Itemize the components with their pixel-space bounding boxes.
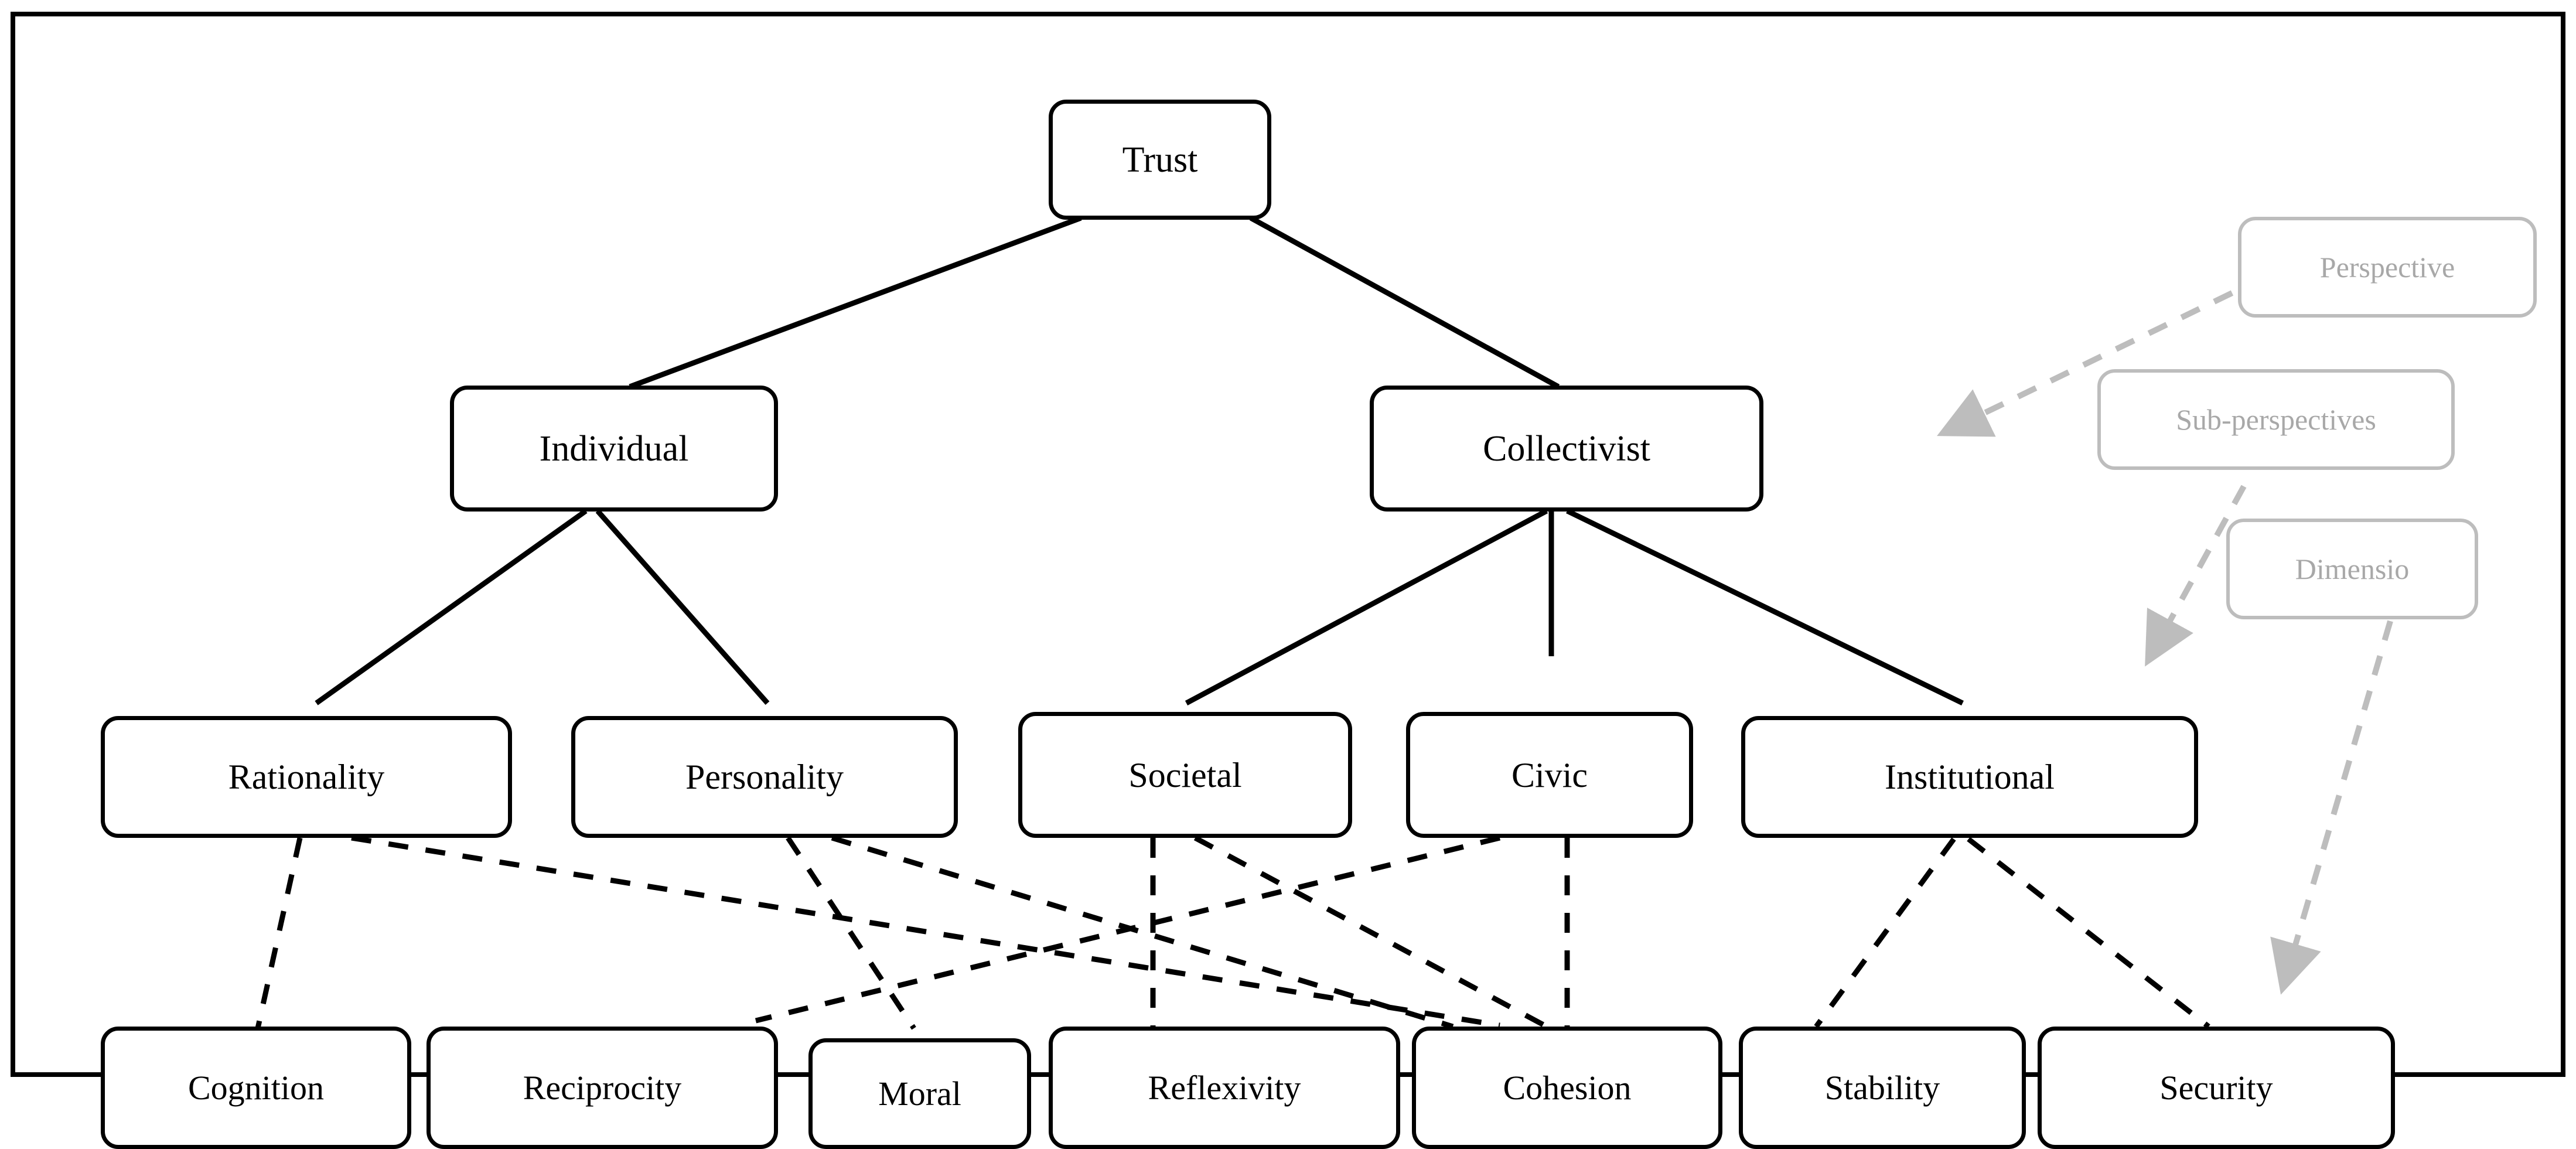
- node-moral[interactable]: Moral: [808, 1038, 1031, 1149]
- link-trust-collectivist: [1249, 216, 1560, 389]
- node-rationality-label: Rationality: [228, 758, 385, 796]
- node-individual[interactable]: Individual: [450, 386, 778, 512]
- node-collectivist[interactable]: Collectivist: [1370, 386, 1763, 512]
- link-collectivist-societal: [1185, 509, 1548, 705]
- legend-arrow-perspective: [1937, 290, 2234, 437]
- node-individual-label: Individual: [539, 428, 689, 469]
- node-rationality[interactable]: Rationality: [101, 716, 512, 838]
- legend-sub-perspectives-label: Sub-perspectives: [2176, 403, 2376, 436]
- node-reciprocity-label: Reciprocity: [523, 1068, 682, 1107]
- link-trust-individual: [629, 215, 1082, 390]
- node-cognition[interactable]: Cognition: [101, 1027, 411, 1149]
- legend-dimensions-label: Dimensio: [2295, 553, 2410, 585]
- dashlink-personality-reciprocity: [786, 836, 916, 1030]
- legend-item-sub-perspectives[interactable]: Sub-perspectives: [2097, 369, 2455, 470]
- legend-arrows: [1937, 290, 2393, 995]
- node-stability-label: Stability: [1824, 1068, 1940, 1107]
- node-moral-label: Moral: [878, 1074, 961, 1113]
- node-institutional[interactable]: Institutional: [1741, 716, 2198, 838]
- node-trust[interactable]: Trust: [1049, 100, 1271, 220]
- node-stability[interactable]: Stability: [1739, 1027, 2026, 1149]
- link-individual-rationality: [315, 509, 588, 705]
- outer-frame: [11, 12, 2565, 1077]
- node-personality[interactable]: Personality: [571, 716, 958, 838]
- node-security[interactable]: Security: [2038, 1027, 2395, 1149]
- dashlink-rationality-cohesion: [351, 835, 1500, 1028]
- node-civic-label: Civic: [1512, 755, 1588, 795]
- node-cognition-label: Cognition: [187, 1068, 325, 1107]
- dashlink-civic-reciprocity: [755, 835, 1501, 1024]
- node-personality-label: Personality: [685, 758, 844, 796]
- node-civic[interactable]: Civic: [1406, 712, 1693, 838]
- node-collectivist-label: Collectivist: [1483, 428, 1650, 469]
- link-collectivist-institutional: [1566, 508, 1964, 706]
- legend-perspective-label: Perspective: [2319, 251, 2455, 284]
- legend-item-perspective[interactable]: Perspective: [2238, 217, 2537, 318]
- legend-arrow-dimensions: [2270, 620, 2393, 995]
- node-trust-label: Trust: [1122, 139, 1198, 180]
- node-societal[interactable]: Societal: [1018, 712, 1352, 838]
- dashlink-institutional-stability: [1814, 837, 1956, 1028]
- node-reflexivity-label: Reflexivity: [1148, 1068, 1301, 1107]
- node-institutional-label: Institutional: [1885, 758, 2055, 796]
- legend-item-dimensions[interactable]: Dimensio: [2226, 519, 2478, 619]
- link-individual-personality: [595, 509, 770, 705]
- dashlink-societal-cohesion: [1193, 836, 1548, 1029]
- node-cohesion-label: Cohesion: [1503, 1068, 1632, 1107]
- dashed-links: [255, 835, 2210, 1030]
- dashlink-institutional-security: [1967, 837, 2210, 1029]
- dashlink-rationality-cognition: [255, 837, 303, 1029]
- node-reciprocity[interactable]: Reciprocity: [427, 1027, 778, 1149]
- node-cohesion[interactable]: Cohesion: [1412, 1027, 1722, 1149]
- node-reflexivity[interactable]: Reflexivity: [1049, 1027, 1400, 1149]
- legend-arrow-sub-perspectives: [2145, 485, 2247, 667]
- node-societal-label: Societal: [1128, 755, 1242, 795]
- dashlink-personality-cohesion: [831, 835, 1454, 1029]
- node-security-label: Security: [2159, 1068, 2273, 1107]
